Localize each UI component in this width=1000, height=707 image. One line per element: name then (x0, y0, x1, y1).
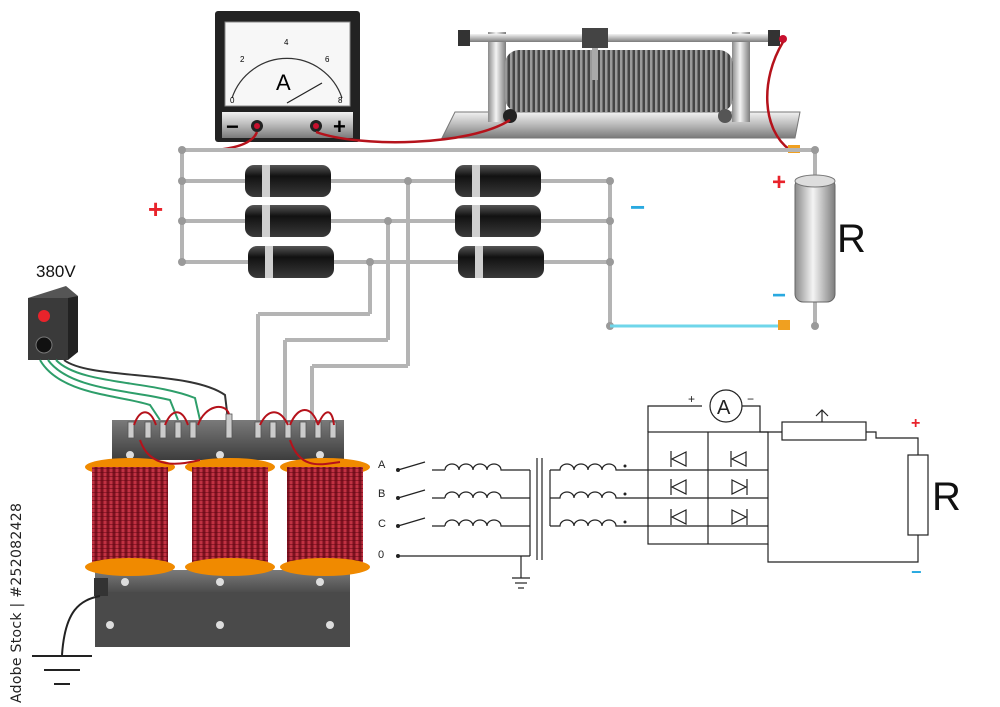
ammeter-tick-4: 4 (284, 38, 289, 47)
load-resistor: R + − (772, 169, 866, 309)
phase-label-c: C (378, 518, 386, 530)
diode (245, 165, 331, 197)
supply-cables (39, 359, 229, 421)
rheostat-coil (505, 50, 733, 112)
schematic-ammeter-minus: − (747, 392, 754, 406)
rheostat-right-post (732, 32, 750, 122)
diode (458, 246, 544, 278)
ammeter-needle (286, 82, 323, 104)
rheostat-right-knob (768, 30, 780, 46)
phase-label-neutral: 0 (378, 549, 384, 561)
schematic-ammeter-label: A (717, 397, 731, 419)
rheostat-left-post (488, 32, 506, 122)
ammeter-minus-label: − (226, 114, 239, 139)
bus-plus-sign: + (148, 194, 163, 224)
schematic-load-label: R (932, 475, 961, 519)
bus-junctions (178, 146, 819, 330)
circuit-schematic (397, 389, 929, 589)
transformer-terminals (127, 413, 337, 439)
power-indicator-light (38, 310, 50, 322)
diode (248, 246, 334, 278)
phase-label-b: B (378, 488, 385, 500)
diode-array (245, 165, 544, 278)
power-switch-knob[interactable] (35, 336, 53, 354)
bus-minus-sign: − (630, 192, 645, 222)
rheostat-slider[interactable] (582, 28, 608, 48)
ammeter-terminal-plate (222, 112, 353, 138)
ammeter-tick-2: 2 (240, 55, 245, 64)
three-phase-transformer (32, 405, 370, 685)
stock-credit: Adobe Stock | #252082428 (9, 502, 25, 703)
wire-rheostat-to-load (766, 41, 791, 152)
ammeter-scale-arc (231, 57, 343, 99)
schematic-ammeter-plus: + (688, 392, 695, 406)
ammeter-dial (224, 21, 351, 107)
diode (455, 205, 541, 237)
transformer-coil (280, 458, 370, 576)
ammeter-plus-label: + (333, 114, 346, 139)
rheostat-terminal-left[interactable] (503, 109, 517, 123)
load-minus-sign: − (772, 282, 786, 309)
schematic-diodes (670, 451, 748, 525)
schematic-minus-sign: − (911, 562, 922, 582)
rheostat[interactable] (441, 28, 801, 139)
load-label: R (837, 217, 866, 261)
rheostat-output-terminal[interactable] (779, 35, 787, 43)
load-plus-sign: + (772, 169, 786, 196)
rheostat-terminal-right[interactable] (718, 109, 732, 123)
wire-ammeter-to-rheostat (315, 118, 511, 144)
switch-box[interactable]: 380V (28, 262, 78, 360)
schematic-plus-sign: + (911, 415, 920, 432)
ground-symbol (32, 655, 92, 685)
transformer-base (95, 592, 350, 647)
ammeter-tick-6: 6 (325, 55, 330, 64)
rheostat-slider-rod (462, 34, 780, 42)
ammeter-tick-0: 0 (230, 96, 235, 105)
supply-voltage-label: 380V (36, 262, 76, 281)
rheostat-left-knob (458, 30, 470, 46)
diode (245, 205, 331, 237)
ammeter-unit-label: A (276, 70, 291, 95)
ammeter[interactable]: 0 2 4 6 8 A − + (215, 11, 360, 142)
ammeter-tick-8: 8 (338, 96, 343, 105)
diode (455, 165, 541, 197)
phase-label-a: A (378, 459, 386, 471)
ground-wire (61, 595, 101, 656)
transformer-coil (185, 458, 275, 576)
transformer-coil (85, 458, 175, 576)
